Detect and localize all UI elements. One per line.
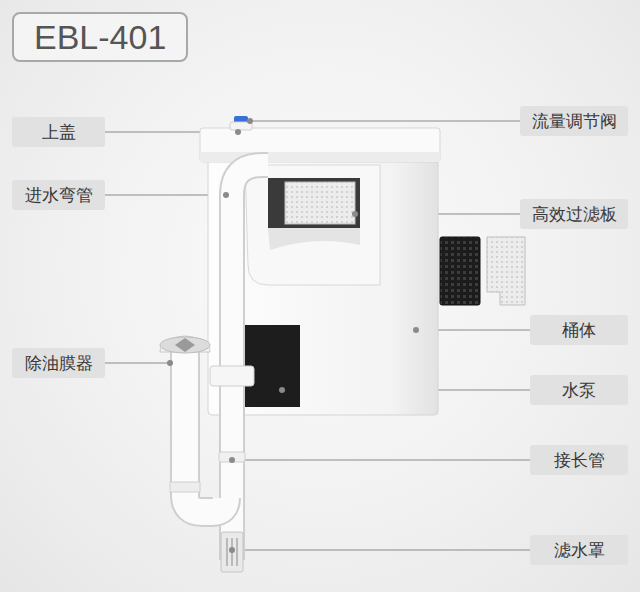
- label-text: 上盖: [42, 121, 76, 144]
- label-text: 进水弯管: [25, 184, 93, 207]
- part-label: 水泵: [530, 375, 628, 405]
- label-text: 水泵: [562, 379, 596, 402]
- part-label: 上盖: [12, 117, 105, 147]
- label-text: 桶体: [562, 319, 596, 342]
- part-label: 高效过滤板: [520, 199, 628, 229]
- leader-lines: [40, 121, 560, 550]
- label-text: 接长管: [554, 449, 605, 472]
- part-label: 接长管: [530, 445, 628, 475]
- part-label: 除油膜器: [12, 348, 105, 378]
- label-text: 滤水罩: [554, 539, 605, 562]
- leader-dots: [167, 118, 419, 553]
- title-text: EBL-401: [34, 18, 166, 56]
- label-text: 流量调节阀: [532, 110, 617, 133]
- part-label: 桶体: [530, 315, 628, 345]
- label-text: 高效过滤板: [532, 203, 617, 226]
- part-label: 进水弯管: [12, 180, 105, 210]
- label-text: 除油膜器: [25, 352, 93, 375]
- title-box: EBL-401: [12, 12, 188, 62]
- part-label: 流量调节阀: [520, 106, 628, 136]
- part-label: 滤水罩: [530, 535, 628, 565]
